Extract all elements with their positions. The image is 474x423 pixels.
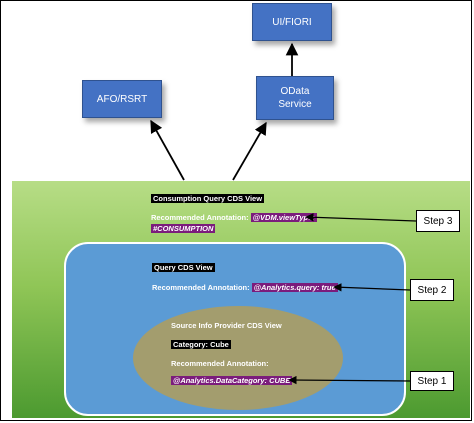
source-category: Category: Cube <box>171 340 231 349</box>
arrow-to-odata <box>232 121 267 181</box>
odata-service-node: OData Service <box>256 76 334 120</box>
consumption-annotation: Recommended Annotation: @VDM.viewType: <box>151 213 317 223</box>
query-annotation-label: Recommended Annotation: <box>152 283 252 292</box>
source-annotation-value: @Analytics.DataCategory: CUBE <box>171 376 293 385</box>
arrow-step2 <box>333 283 411 292</box>
step-1-label: Step 1 <box>417 375 447 387</box>
afo-rsrt-node: AFO/RSRT <box>82 80 162 118</box>
step-2-label: Step 2 <box>417 284 447 296</box>
arrow-step3 <box>305 213 417 222</box>
step-3-label: Step 3 <box>423 215 453 227</box>
afo-rsrt-label: AFO/RSRT <box>96 93 148 105</box>
arrow-step1 <box>288 375 411 385</box>
source-annotation: @Analytics.DataCategory: CUBE <box>171 376 293 386</box>
arrow-to-afo <box>150 119 185 181</box>
odata-label-line1: OData <box>280 86 310 97</box>
step-2-box: Step 2 <box>410 279 454 301</box>
source-annotation-label: Recommended Annotation: <box>171 359 269 368</box>
consumption-annotation-label: Recommended Annotation: <box>151 213 251 222</box>
query-annotation-value: @Analytics.query: true <box>251 283 338 292</box>
consumption-title: Consumption Query CDS View <box>151 194 265 203</box>
odata-label-line2: Service <box>278 99 312 110</box>
ui-fiori-label: UI/FIORI <box>272 16 312 28</box>
query-annotation: Recommended Annotation: @Analytics.query… <box>152 283 338 293</box>
source-title: Source Info Provider CDS View <box>171 321 282 330</box>
consumption-annotation-value: @VDM.viewType: <box>250 213 317 222</box>
consumption-annotation-cont: #CONSUMPTION <box>151 224 216 234</box>
ui-fiori-node: UI/FIORI <box>252 3 332 41</box>
consumption-annotation-value-2: #CONSUMPTION <box>151 224 216 233</box>
query-title: Query CDS View <box>152 263 215 272</box>
source-layer <box>133 306 343 410</box>
step-1-box: Step 1 <box>410 371 454 391</box>
step-3-box: Step 3 <box>416 210 460 232</box>
